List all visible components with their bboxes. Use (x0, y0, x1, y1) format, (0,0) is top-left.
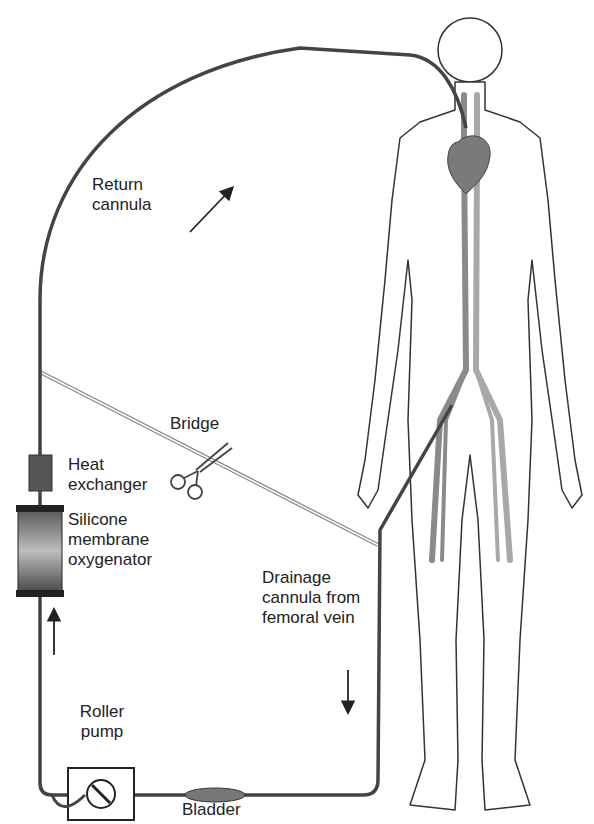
part-label: Bladder (182, 800, 262, 820)
tube-label: Return cannula (92, 175, 182, 215)
part-label: Heat exchanger (68, 455, 163, 495)
tube-label: Drainage cannula from femoral vein (262, 568, 362, 628)
blood-vessels (432, 95, 510, 560)
roller-pump (52, 768, 134, 820)
bladder (185, 788, 245, 802)
heat-exchanger (29, 455, 52, 491)
part-label: Roller pump (62, 702, 142, 742)
tube-label: Bridge (170, 414, 250, 434)
clamp (171, 443, 232, 499)
drainage-cannula-tube (40, 405, 452, 795)
part-label: Silicone membrane oxygenator (68, 510, 168, 570)
return-cannula-tube (40, 48, 466, 455)
flow-arrows (54, 188, 348, 712)
heart (448, 136, 490, 194)
oxygenator (16, 505, 64, 597)
human-figure (358, 18, 582, 810)
